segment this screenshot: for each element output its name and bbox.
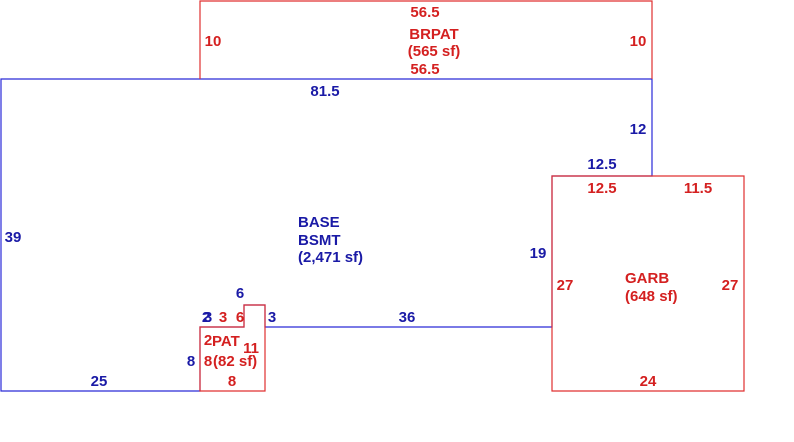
base-dim-notch-top: 6 <box>236 285 244 302</box>
base-dim-notch-small: 2 <box>202 309 210 326</box>
garb-dim-top-right: 11.5 <box>684 180 712 197</box>
brpat-dim-right: 10 <box>630 33 647 50</box>
base-code: BASE <box>298 214 340 231</box>
pat-dim-right: 11 <box>243 340 259 357</box>
garb-outline <box>551 175 745 392</box>
pat-dim-left-lower: 8 <box>204 353 212 370</box>
brpat-code: BRPAT <box>409 26 458 43</box>
garb-dim-left: 27 <box>557 277 574 294</box>
garb-dim-bottom: 24 <box>640 373 657 390</box>
pat-outline <box>199 304 266 392</box>
pat-dim-left-upper: 3 <box>219 309 227 326</box>
garb-code: GARB <box>625 270 669 287</box>
base-dim-right-upper: 12 <box>630 121 647 138</box>
base-dim-bottom: 25 <box>91 373 108 390</box>
base-dim-left: 39 <box>5 229 22 246</box>
base-dim-notch-bottom: 36 <box>399 309 416 326</box>
brpat-dim-left: 10 <box>205 33 222 50</box>
pat-dim-bottom: 8 <box>228 373 236 390</box>
pat-area: (82 sf) <box>213 353 257 370</box>
brpat-outline <box>199 0 653 79</box>
base-dim-notch-right: 3 <box>268 309 276 326</box>
garb-area: (648 sf) <box>625 288 678 305</box>
pat-dim-top: 6 <box>236 309 244 326</box>
base-dim-step-top: 12.5 <box>587 156 616 173</box>
base-sub: BSMT <box>298 232 341 249</box>
garb-dim-right: 27 <box>722 277 739 294</box>
garb-dim-top-left: 12.5 <box>587 180 616 197</box>
base-dim-notch-left: 3 <box>204 309 212 326</box>
base-area: (2,471 sf) <box>298 249 363 266</box>
base-dim-top: 81.5 <box>310 83 339 100</box>
brpat-dim-top: 56.5 <box>410 4 439 21</box>
base-dim-step-left: 19 <box>530 245 547 262</box>
brpat-dim-bottom: 56.5 <box>410 61 439 78</box>
pat-dim-left-small: 2 <box>204 332 212 349</box>
pat-code: PAT <box>212 333 240 350</box>
brpat-area: (565 sf) <box>408 43 461 60</box>
base-dim-lower-left: 8 <box>187 353 195 370</box>
